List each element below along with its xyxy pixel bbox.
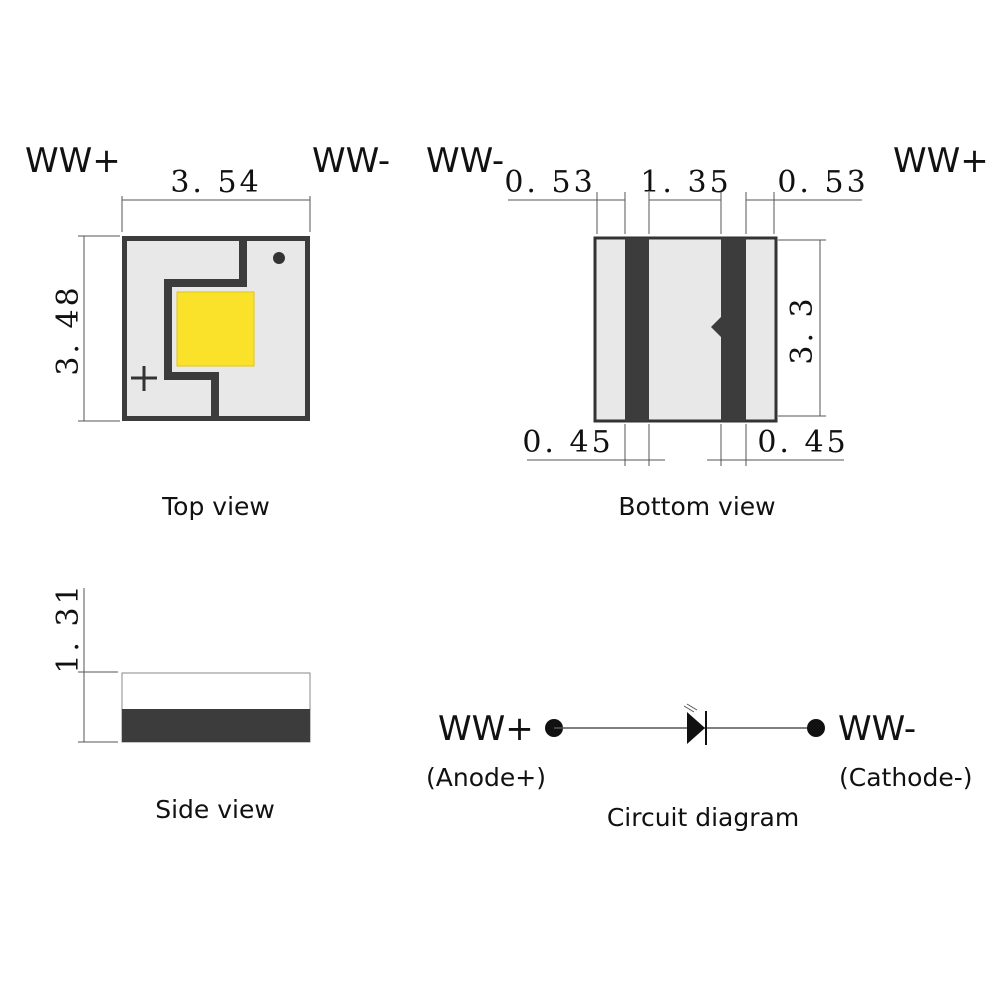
side-view-substrate <box>122 709 310 742</box>
top-view-package <box>122 236 310 421</box>
bottom-view-top-dimensions: 0. 53 1. 35 0. 53 <box>504 165 868 234</box>
bottom-view-anode-label: WW+ <box>893 141 989 181</box>
plus-mark-icon <box>131 366 157 391</box>
bottom-view: WW- WW+ 0. 53 1. 35 0. 53 3. 3 <box>426 141 989 521</box>
circuit-cathode-sub: (Cathode-) <box>839 763 973 792</box>
anode-pad <box>721 238 746 421</box>
diode-symbol-icon <box>683 703 707 745</box>
bottom-view-cathode-label: WW- <box>426 141 504 181</box>
polarity-notch-icon <box>711 317 721 337</box>
top-view-caption: Top view <box>161 492 270 521</box>
bottom-view-height-value: 3. 3 <box>785 295 820 364</box>
top-view-height-dimension: 3. 48 <box>51 235 120 422</box>
circuit-anode-sub: (Anode+) <box>426 763 546 792</box>
top-view-width-dimension: 3. 54 <box>121 165 311 232</box>
side-view-caption: Side view <box>155 795 275 824</box>
top-view: WW+ WW- 3. 54 3. 48 <box>25 141 390 521</box>
top-view-height-value: 3. 48 <box>51 284 86 375</box>
cathode-pad <box>625 238 649 421</box>
top-view-width-value: 3. 54 <box>170 165 261 200</box>
circuit-anode-label: WW+ <box>438 709 534 749</box>
bottom-view-right-pad-value: 0. 45 <box>757 425 848 460</box>
bottom-view-height-dimension: 3. 3 <box>778 239 826 417</box>
bottom-view-bottom-dimensions: 0. 45 0. 45 <box>522 424 848 466</box>
top-view-anode-label: WW+ <box>25 141 121 181</box>
circuit-caption: Circuit diagram <box>607 803 799 832</box>
bottom-view-package <box>593 236 778 423</box>
top-view-cathode-label: WW- <box>312 141 390 181</box>
bottom-view-left-gap-value: 0. 53 <box>504 165 595 200</box>
led-emitter <box>176 291 255 367</box>
side-view-height-dimension: 1. 31 <box>51 582 118 743</box>
cathode-terminal-icon <box>807 719 825 737</box>
bottom-view-left-pad-value: 0. 45 <box>522 425 613 460</box>
polarity-dot-icon <box>273 252 285 264</box>
bottom-view-center-value: 1. 35 <box>640 165 731 200</box>
circuit-cathode-label: WW- <box>838 709 916 749</box>
circuit-diagram: WW+ (Anode+) WW- (Cathode-) Circuit diag… <box>426 703 973 832</box>
side-view: 1. 31 Side view <box>51 582 311 824</box>
side-view-height-value: 1. 31 <box>51 582 86 673</box>
bottom-view-caption: Bottom view <box>618 492 775 521</box>
bottom-view-right-gap-value: 0. 53 <box>777 165 868 200</box>
